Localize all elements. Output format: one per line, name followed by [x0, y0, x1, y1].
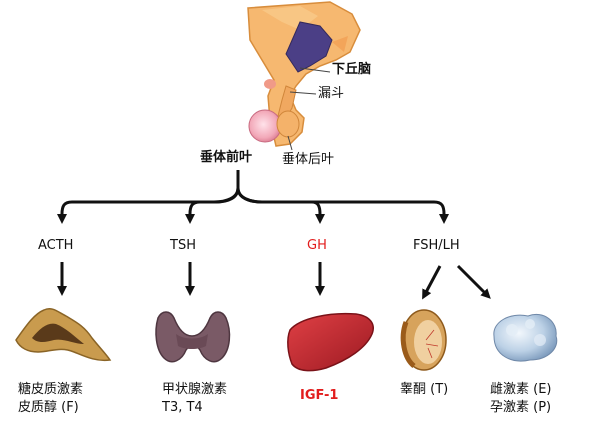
product-estrogen: 雌激素 (E) — [490, 382, 552, 397]
arrow-fsh-testis — [422, 265, 442, 300]
branch-gh — [236, 187, 325, 224]
liver-icon — [287, 312, 374, 372]
branch-fsh-lh — [236, 187, 449, 224]
anterior-pituitary-shape — [248, 109, 282, 143]
posterior-pituitary-shape — [276, 110, 300, 138]
product-t3-t4: T3, T4 — [162, 400, 203, 415]
ovary-icon — [493, 314, 558, 362]
product-igf1: IGF-1 — [300, 388, 339, 403]
hormone-label-fsh-lh: FSH/LH — [413, 238, 460, 253]
infundibulum-label: 漏斗 — [318, 86, 345, 101]
hormone-label-gh: GH — [307, 238, 327, 253]
hormone-label-tsh: TSH — [170, 238, 196, 253]
testis-icon — [400, 309, 447, 371]
product-thyroid-hormone: 甲状腺激素 — [162, 382, 228, 397]
hypothalamus-pituitary-illustration — [247, 1, 361, 151]
third-ventricle-shape — [285, 21, 333, 73]
hypothalamus-label: 下丘脑 — [332, 62, 372, 77]
gland-arrows — [57, 262, 491, 300]
thyroid-gland-icon — [155, 311, 231, 363]
product-progesterone: 孕激素 (P) — [490, 400, 552, 415]
hormone-label-acth: ACTH — [38, 238, 74, 253]
branch-arrows — [57, 170, 449, 224]
branch-tsh — [185, 187, 240, 224]
product-glucocorticoid: 糖皮质激素 — [18, 382, 84, 397]
posterior-pituitary-label: 垂体后叶 — [282, 152, 335, 167]
branch-acth — [57, 187, 240, 224]
product-testosterone: 睾酮 (T) — [400, 382, 449, 397]
anterior-pituitary-label: 垂体前叶 — [200, 150, 253, 165]
adrenal-gland-icon — [15, 307, 112, 362]
arrow-lh-ovary — [456, 264, 491, 299]
product-cortisol: 皮质醇 (F) — [18, 400, 79, 415]
